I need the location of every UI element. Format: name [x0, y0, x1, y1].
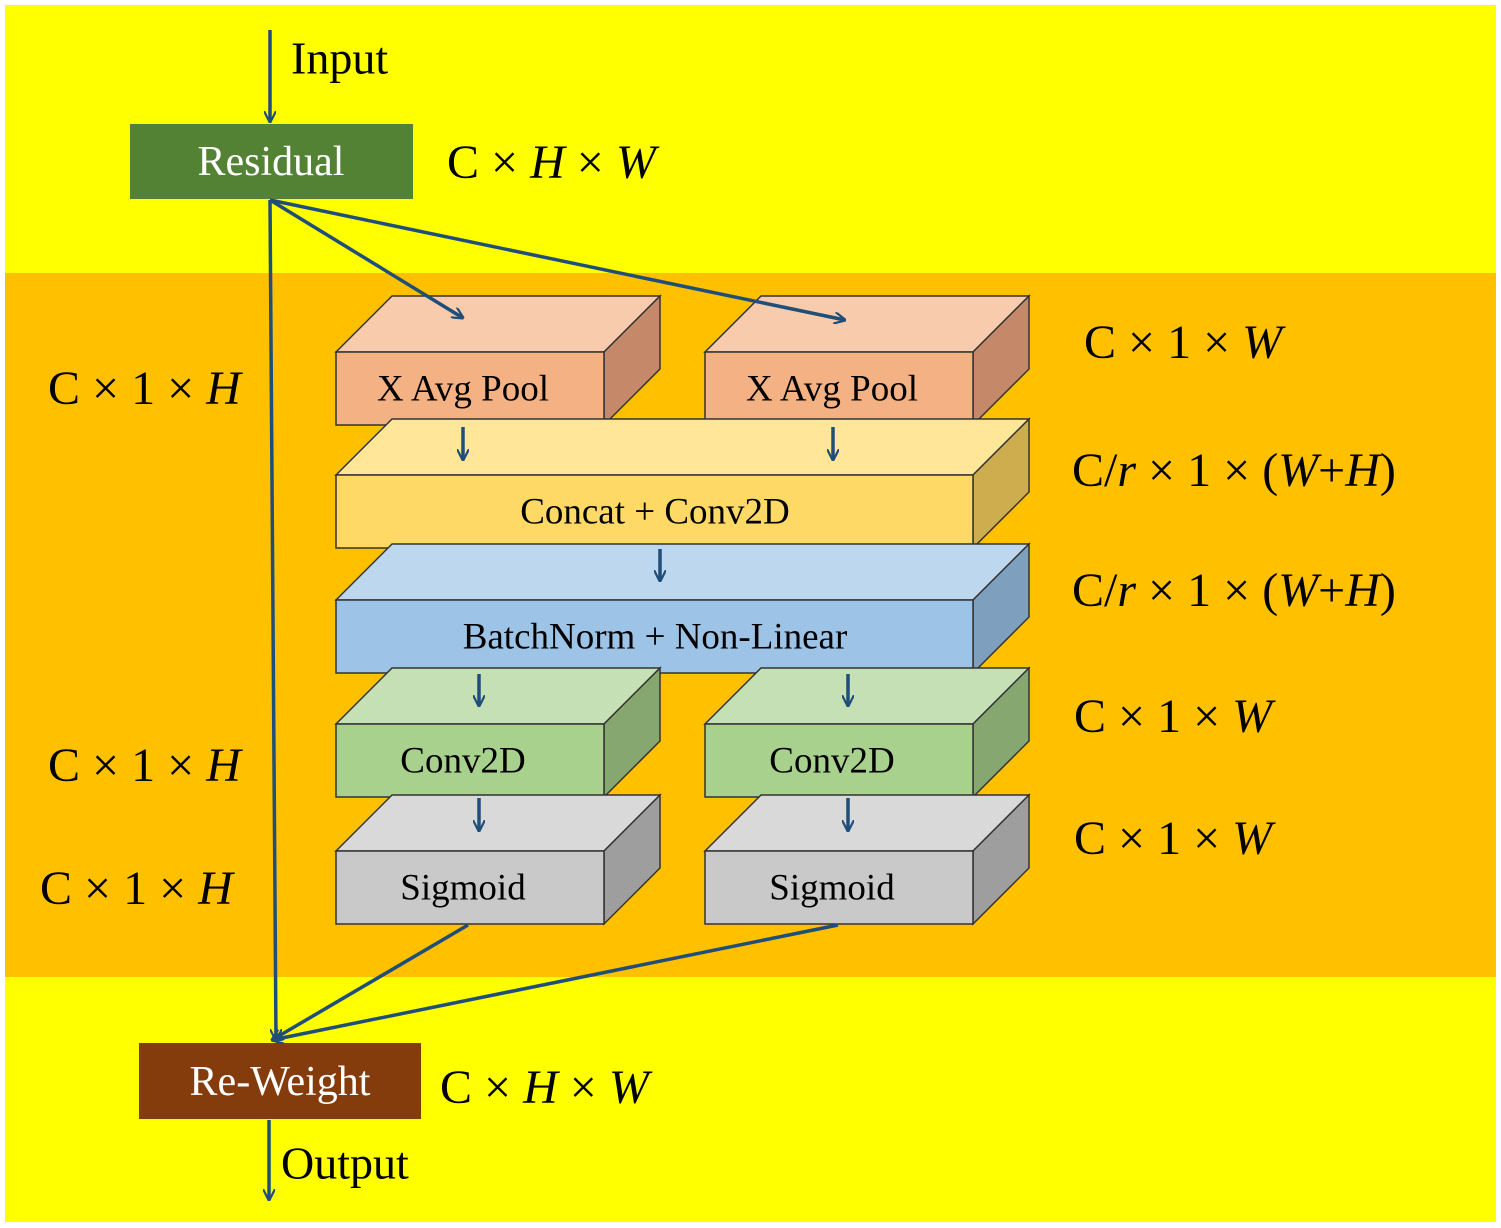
- concat-block: Concat + Conv2D: [334, 417, 1031, 550]
- pool-right-label: X Avg Pool: [746, 369, 918, 410]
- reweight-dim-part-1: H: [522, 1061, 560, 1114]
- output-label: Output: [281, 1138, 409, 1189]
- concat-dim-part-3: W: [1278, 444, 1322, 497]
- conv-left-dim-part-0: C × 1 ×: [48, 739, 206, 792]
- residual-dim-part-3: W: [616, 136, 660, 189]
- input-label: Input: [291, 33, 388, 84]
- sigmoid-left-block: Sigmoid: [334, 793, 662, 926]
- sigmoid-left-dim-part-0: C × 1 ×: [40, 862, 198, 915]
- sigmoid-left-front: [335, 850, 605, 925]
- arrows: [269, 30, 848, 1200]
- dim-concat: C/r × 1 × (W+H): [1072, 444, 1396, 497]
- sigmoid-right-block: Sigmoid: [703, 793, 1031, 926]
- concat-dim-part-1: r: [1117, 444, 1136, 497]
- dim-residual: C × H × W: [447, 136, 660, 189]
- dim-sigmoid-right: C × 1 × W: [1074, 812, 1276, 865]
- batchnorm-dim-part-1: r: [1117, 564, 1136, 617]
- pool-right-block: X Avg Pool: [703, 294, 1031, 427]
- batchnorm-dim-part-5: H: [1344, 564, 1382, 617]
- sigmoid-right-dim-part-0: C × 1 ×: [1074, 812, 1232, 865]
- dim-conv-left: C × 1 × H: [48, 739, 243, 792]
- batchnorm-dim-part-3: W: [1278, 564, 1322, 617]
- conv-left-dim-part-1: H: [205, 739, 243, 792]
- conv-right-label: Conv2D: [769, 741, 894, 782]
- sigmoid-left-to-reweight-arrow: [272, 923, 469, 1040]
- reweight-box: [139, 1043, 421, 1119]
- concat-top: [334, 418, 1031, 476]
- pool-right-dim-part-0: C × 1 ×: [1084, 316, 1242, 369]
- conv-right-block: Conv2D: [703, 666, 1031, 799]
- concat-dim-part-0: C/: [1072, 444, 1118, 497]
- residual-skip-arrow: [268, 199, 276, 1040]
- batchnorm-dim-part-4: +: [1318, 564, 1345, 617]
- sigmoid-right-to-reweight-arrow: [272, 923, 839, 1040]
- batchnorm-top: [334, 543, 1031, 601]
- concat-front: [335, 474, 974, 549]
- residual-to-pool-left-arrow: [269, 198, 463, 318]
- residual-box: [130, 124, 413, 199]
- concat-dim-part-4: +: [1318, 444, 1345, 497]
- pool-right-dim-part-1: W: [1242, 316, 1286, 369]
- dim-conv-right: C × 1 × W: [1074, 690, 1276, 743]
- batchnorm-dim-part-2: × 1 × (: [1136, 564, 1278, 617]
- residual-label: Residual: [198, 139, 345, 185]
- dim-pool-right: C × 1 × W: [1084, 316, 1286, 369]
- residual-to-pool-right-arrow: [269, 198, 845, 320]
- conv-left-front: [335, 723, 605, 798]
- concat-dim-part-5: H: [1344, 444, 1382, 497]
- batchnorm-front: [335, 599, 974, 674]
- conv-left-label: Conv2D: [400, 741, 525, 782]
- sigmoid-right-front: [704, 850, 974, 925]
- residual-block: Residual: [130, 124, 413, 199]
- pool-left-dim-part-0: C × 1 ×: [48, 362, 206, 415]
- residual-dim-part-0: C ×: [447, 136, 530, 189]
- dim-pool-left: C × 1 × H: [48, 362, 243, 415]
- conv-right-dim-part-0: C × 1 ×: [1074, 690, 1232, 743]
- concat-dim-part-6: ): [1380, 444, 1396, 497]
- conv-right-dim-part-1: W: [1232, 690, 1276, 743]
- sigmoid-right-label: Sigmoid: [769, 868, 895, 909]
- reweight-dim-part-0: C ×: [440, 1061, 523, 1114]
- pool-right-front: [704, 351, 974, 426]
- residual-dim-part-1: H: [529, 136, 567, 189]
- reweight-block: Re-Weight: [139, 1043, 421, 1119]
- pool-left-dim-part-1: H: [205, 362, 243, 415]
- sigmoid-right-dim-part-1: W: [1232, 812, 1276, 865]
- pool-left-front: [335, 351, 605, 426]
- pool-left-label: X Avg Pool: [377, 369, 549, 410]
- conv-left-block: Conv2D: [334, 666, 662, 799]
- batchnorm-dim-part-6: ): [1380, 564, 1396, 617]
- batchnorm-label: BatchNorm + Non-Linear: [463, 617, 848, 658]
- sigmoid-left-label: Sigmoid: [400, 868, 526, 909]
- batchnorm-block: BatchNorm + Non-Linear: [334, 542, 1031, 675]
- reweight-dim-part-3: W: [609, 1061, 653, 1114]
- dim-sigmoid-left: C × 1 × H: [40, 862, 235, 915]
- conv-right-front: [704, 723, 974, 798]
- residual-dim-part-2: ×: [565, 136, 616, 189]
- concat-dim-part-2: × 1 × (: [1136, 444, 1278, 497]
- reweight-dim-part-2: ×: [558, 1061, 609, 1114]
- dim-batchnorm: C/r × 1 × (W+H): [1072, 564, 1396, 617]
- dim-reweight: C × H × W: [440, 1061, 653, 1114]
- sigmoid-left-dim-part-1: H: [197, 862, 235, 915]
- batchnorm-dim-part-0: C/: [1072, 564, 1118, 617]
- reweight-label: Re-Weight: [190, 1059, 371, 1105]
- pool-left-block: X Avg Pool: [334, 294, 662, 427]
- concat-label: Concat + Conv2D: [520, 492, 790, 533]
